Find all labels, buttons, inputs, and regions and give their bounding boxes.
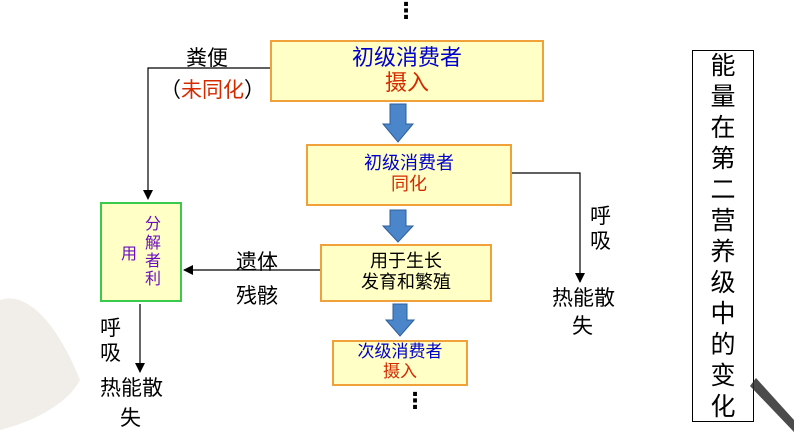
growth-line1: 用于生长 [370,251,442,273]
side-title-char: 的 [710,330,736,359]
primary-consumer-intake-box: 初级消费者 摄入 [270,40,544,102]
secondary-intake-line2: 摄入 [383,362,417,382]
paren-close: ） [244,78,265,102]
flow-arrow-3 [384,303,416,337]
side-title-char: 量 [710,82,736,111]
respiration-char: 呼 [100,316,121,340]
decomposer-right-column: 分 解 者 利 [145,214,162,289]
heat-loss-right-line2: 失 [572,314,593,338]
side-title-char: 第 [710,144,736,173]
continuation-dots-bottom: ⋮ [404,389,426,414]
decomposer-char: 分 [145,214,162,234]
feces-label: 粪便 [186,46,228,70]
side-title-char: 能 [710,51,736,80]
side-title-char: 养 [710,237,736,266]
respiration-left-label: 呼 吸 [100,316,121,366]
side-title-char: 二 [710,175,736,204]
not-assimilated-text: 未同化 [181,78,244,102]
decomposer-char: 解 [145,232,162,252]
side-title-char: 化 [710,392,736,421]
continuation-dots-top: ⋮ [395,0,417,24]
not-assimilated-label: （未同化） [160,78,265,103]
primary-intake-line2: 摄入 [384,71,429,96]
side-title-char: 中 [710,299,736,328]
paren-open: （ [160,78,181,102]
primary-assim-line1: 初级消费者 [364,153,454,175]
growth-reproduction-box: 用于生长 发育和繁殖 [320,244,492,302]
respiration-char: 呼 [590,204,611,228]
primary-consumer-assimilation-box: 初级消费者 同化 [306,144,512,206]
flow-arrow-2 [381,209,415,243]
heat-loss-right-line1: 热能散 [552,286,615,310]
feces-connector [143,67,270,200]
secondary-consumer-intake-box: 次级消费者 摄入 [332,340,468,386]
side-title-char: 在 [710,113,736,142]
side-title-char: 变 [710,361,736,390]
decomposer-left-char: 用 [120,244,137,263]
secondary-intake-line1: 次级消费者 [357,342,443,363]
decomposer-char: 者 [145,251,162,270]
flow-arrow-1 [381,103,415,143]
respiration-right-label: 呼 吸 [590,204,611,254]
remains-label-2: 残骸 [236,284,278,308]
decomposer-box: 用 分 解 者 利 [100,202,182,302]
growth-line2: 发育和繁殖 [361,272,451,293]
side-title-box: 能 量 在 第 二 营 养 级 中 的 变 化 [692,50,754,422]
primary-assim-line2: 同化 [391,174,427,195]
primary-intake-line1: 初级消费者 [351,45,462,71]
heat-loss-left-line2: 失 [120,406,141,430]
decomposer-char: 利 [145,269,162,289]
heat-loss-left-line1: 热能散 [100,376,163,400]
respiration-char: 吸 [100,341,121,366]
remains-label-1: 遗体 [236,250,278,274]
respiration-char: 吸 [590,229,611,254]
side-title-char: 营 [710,206,736,235]
side-title-char: 级 [710,268,736,297]
respiration-right-connector [512,172,585,283]
